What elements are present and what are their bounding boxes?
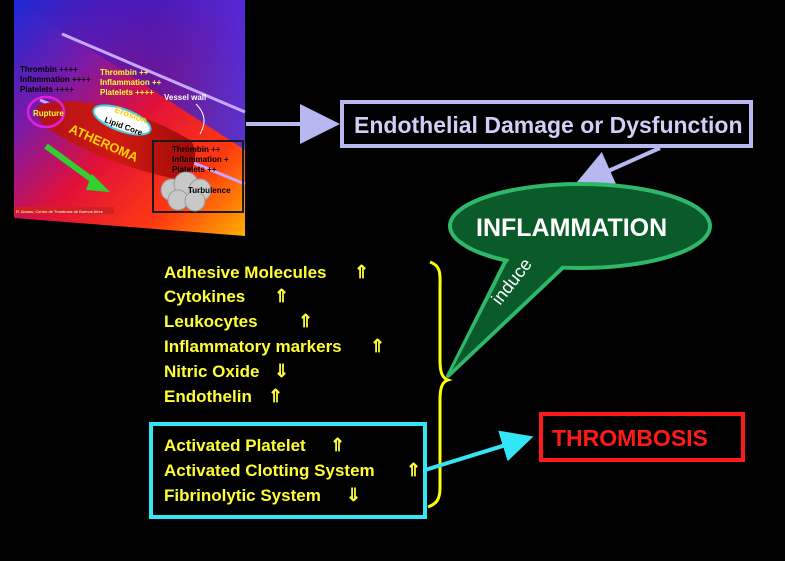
markers-list: Adhesive Molecules ⇑ Cytokines ⇑ Leukocy… — [164, 262, 385, 406]
blood-flow-arrow — [44, 143, 100, 187]
marker-item: Inflammatory markers — [164, 337, 342, 356]
left-zone-line: Thrombin ++++ — [20, 65, 78, 74]
endothelial-to-inflammation-arrow — [573, 146, 661, 189]
marker-arrow: ⇑ — [274, 286, 289, 306]
thrombosis-label: THROMBOSIS — [552, 425, 708, 451]
credit-text: R. Alonso, Centro de Trombosis de Buenos… — [16, 209, 103, 214]
marker-arrow: ⇓ — [274, 361, 289, 381]
coagulation-arrow: ⇓ — [346, 485, 361, 505]
rupture-label: Rupture — [33, 109, 64, 118]
left-zone-line: Platelets ++++ — [20, 85, 74, 94]
rupture-circle — [26, 95, 66, 129]
turbulence-cloud — [160, 171, 212, 212]
vessel-inset: ATHEROMA Rupture Erosion Lipid Core Thro… — [14, 0, 246, 236]
mid-zone-line: Inflammation ++ — [100, 78, 162, 87]
vessel-wall-label: Vessel wall — [164, 93, 206, 102]
coagulation-item: Fibrinolytic System — [164, 486, 321, 505]
marker-item: Adhesive Molecules — [164, 263, 327, 282]
coagulation-arrow: ⇑ — [406, 460, 421, 480]
marker-item: Endothelin — [164, 387, 252, 406]
mid-zone-line: Thrombin ++ — [100, 68, 149, 77]
coagulation-to-thrombosis-arrow — [424, 430, 534, 472]
marker-arrow: ⇑ — [298, 311, 313, 331]
right-zone-line: Platelets ++ — [172, 165, 217, 174]
inflammation-label: INFLAMMATION — [476, 214, 667, 242]
marker-arrow: ⇑ — [268, 386, 283, 406]
marker-item: Cytokines — [164, 287, 245, 306]
mid-zone-text: Thrombin ++ Inflammation ++ Platelets ++… — [100, 68, 162, 97]
turbulence-zone-box — [152, 140, 244, 213]
marker-arrow: ⇑ — [354, 262, 369, 282]
markers-bracket — [427, 260, 453, 509]
right-zone-line: Thrombin ++ — [172, 145, 221, 154]
endothelial-label: Endothelial Damage or Dysfunction — [354, 112, 743, 138]
endothelial-box — [340, 100, 753, 148]
coagulation-box — [149, 422, 427, 519]
right-zone-line: Inflammation + — [172, 155, 229, 164]
atheroma-plaque — [36, 101, 196, 180]
coagulation-arrow: ⇑ — [330, 435, 345, 455]
left-zone-line: Inflammation ++++ — [20, 75, 91, 84]
left-zone-text: Thrombin ++++ Inflammation ++++ Platelet… — [20, 65, 91, 94]
coagulation-item: Activated Platelet — [164, 436, 306, 455]
coagulation-item: Activated Clotting System — [164, 461, 375, 480]
vessel-wall-line-upper — [61, 32, 246, 114]
mid-zone-line: Platelets ++++ — [100, 88, 154, 97]
thrombosis-box — [539, 412, 745, 462]
blood-flow-arrowhead — [86, 174, 110, 192]
marker-item: Nitric Oxide — [164, 362, 259, 381]
inflammation-bubble — [448, 182, 712, 270]
marker-item: Leukocytes — [164, 312, 258, 331]
credit-bar — [14, 207, 114, 214]
coagulation-list: Activated Platelet ⇑ Activated Clotting … — [164, 435, 421, 505]
turbulence-label: Turbulence — [188, 186, 231, 195]
erosion-ellipse — [92, 104, 152, 136]
vessel-wall-pointer — [195, 103, 205, 135]
marker-arrow: ⇑ — [370, 336, 385, 356]
